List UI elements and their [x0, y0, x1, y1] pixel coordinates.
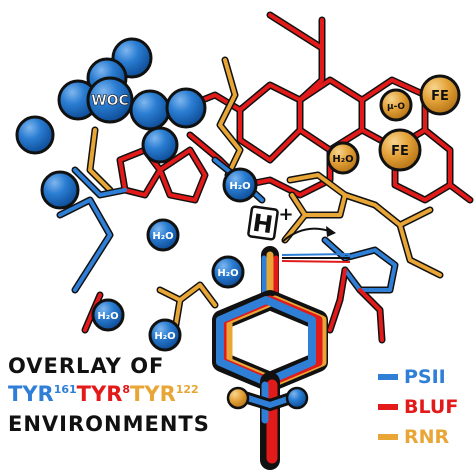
legend-swatch-psii: [378, 374, 398, 380]
iron-sphere: [378, 128, 422, 172]
legend-label-psii: PSII: [404, 366, 446, 388]
manganese-sphere: [40, 170, 80, 210]
water-label: H₂O: [152, 231, 173, 242]
caption-line-2: TYR161TYR8TYR122: [8, 382, 238, 406]
proton-symbol: H +: [247, 204, 294, 241]
mu-o-sphere: [379, 88, 413, 122]
water-molecule: [211, 255, 245, 289]
manganese-sphere: [15, 115, 55, 155]
tyr-rnr: TYR122: [130, 382, 199, 406]
rnr-sidechains-color: [88, 58, 442, 332]
water-molecule: [146, 218, 180, 252]
legend-item: RNR: [378, 422, 470, 452]
legend-item: BLUF: [378, 392, 470, 422]
hbond-lines: [281, 253, 351, 263]
water-label: H₂O: [332, 154, 353, 165]
water-label: H₂O: [217, 268, 238, 279]
legend-item: PSII: [378, 362, 470, 392]
water-label: H₂O: [229, 181, 250, 192]
water-molecule: [91, 298, 125, 332]
water-label: H₂O: [154, 331, 175, 342]
right-histidine-red: [328, 268, 384, 342]
manganese-sphere: [165, 87, 207, 129]
iron-center: [378, 74, 461, 172]
legend-label-bluf: BLUF: [404, 396, 459, 418]
fe-label-1: FE: [431, 89, 449, 104]
tyr-psii: TYR161: [8, 382, 77, 406]
manganese-sphere: [86, 76, 134, 124]
legend-swatch-rnr: [378, 434, 398, 440]
water-label: H₂O: [97, 311, 118, 322]
water-molecule: [148, 318, 182, 352]
legend-label-rnr: RNR: [404, 426, 450, 448]
woc-label: WOC: [91, 93, 129, 109]
water-spheres: [91, 141, 360, 352]
fe-label-2: FE: [391, 144, 409, 159]
water-molecule: [222, 167, 258, 203]
manganese-sphere: [129, 89, 171, 131]
iron-sphere: [419, 74, 461, 116]
proton-label: H: [251, 209, 275, 240]
caption-line-3: ENVIRONMENTS: [8, 412, 210, 436]
legend: PSII BLUF RNR: [378, 362, 470, 452]
tyrosine-overlay: [212, 246, 328, 470]
right-histidine-blue: [323, 238, 397, 292]
mu-o-label: μ-O: [387, 102, 405, 112]
water-molecule: [326, 141, 360, 175]
caption: OVERLAY OF TYR161TYR8TYR122 ENVIRONMENTS: [8, 354, 238, 436]
legend-swatch-bluf: [378, 404, 398, 410]
caption-line-1: OVERLAY OF: [8, 354, 165, 378]
plus-label: +: [278, 204, 293, 225]
arrow-head: [326, 226, 336, 237]
woc-cluster: [15, 37, 207, 210]
manganese-sphere: [141, 126, 179, 164]
tyr-bluf: TYR8: [76, 382, 131, 406]
